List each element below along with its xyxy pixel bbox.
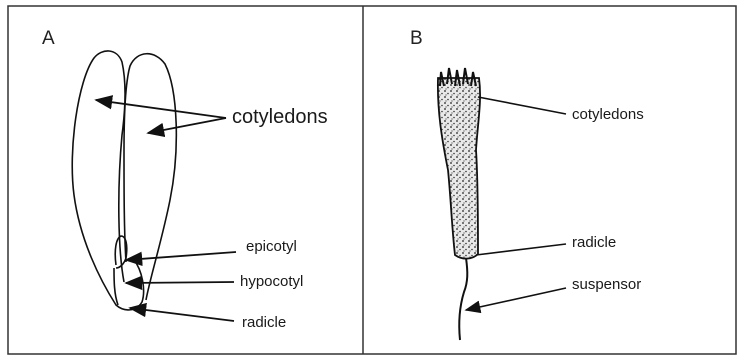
label-b-cotyledons: cotyledons [572, 106, 644, 123]
dicot-embryo [72, 51, 176, 310]
arrow-radicle-a [130, 308, 234, 321]
label-a-cotyledons: cotyledons [232, 106, 328, 129]
embryo-body [438, 78, 480, 259]
arrow-cotyledon-right [148, 118, 226, 133]
arrow-epicotyl [126, 252, 236, 260]
label-a-epicotyl: epicotyl [246, 238, 297, 255]
panel-a-arrows [96, 100, 236, 321]
hypocotyl-body [114, 268, 118, 305]
label-b-radicle: radicle [572, 234, 616, 251]
leader-radicle-b [476, 244, 566, 255]
stipple-embryo [438, 68, 480, 340]
arrow-hypocotyl [126, 282, 234, 283]
right-cotyledon [124, 54, 176, 300]
panel-a-letter: A [42, 28, 55, 50]
label-a-hypocotyl: hypocotyl [240, 273, 303, 290]
left-cotyledon [72, 51, 143, 310]
panel-b-letter: B [410, 28, 423, 50]
label-a-radicle: radicle [242, 314, 286, 331]
panel-b-arrows [466, 97, 566, 310]
arrow-suspensor [466, 288, 566, 310]
leader-cotyledons-b [478, 97, 566, 114]
arrow-cotyledon-left [96, 100, 226, 118]
label-b-suspensor: suspensor [572, 276, 641, 293]
suspensor-stalk [459, 258, 467, 340]
